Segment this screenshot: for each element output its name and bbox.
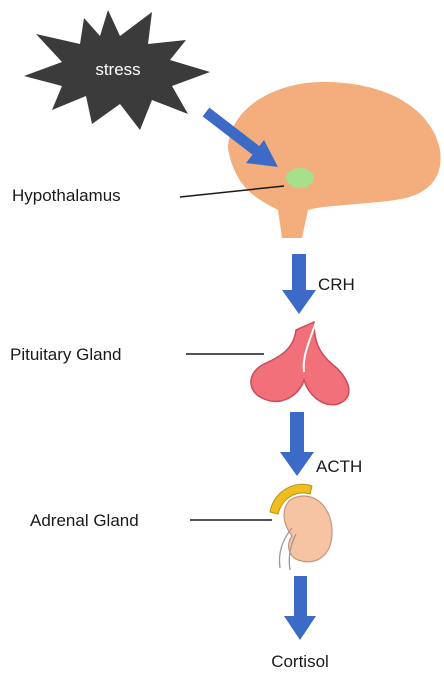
crh-label: CRH <box>318 275 355 294</box>
cortisol-arrow <box>284 576 316 640</box>
hypothalamus-nucleus <box>286 168 314 188</box>
hypothalamus-label: Hypothalamus <box>12 186 121 205</box>
pituitary-label: Pituitary Gland <box>10 345 122 364</box>
acth-arrow <box>280 412 314 476</box>
acth-label: ACTH <box>316 457 362 476</box>
cortisol-label: Cortisol <box>271 652 329 671</box>
pituitary-gland <box>251 322 349 405</box>
crh-arrow <box>282 254 316 314</box>
adrenal-gland <box>270 484 332 570</box>
pituitary-gland-icon <box>251 322 349 405</box>
stress-starburst: stress <box>24 10 210 130</box>
stress-label: stress <box>95 60 140 79</box>
adrenal-label: Adrenal Gland <box>30 511 139 530</box>
